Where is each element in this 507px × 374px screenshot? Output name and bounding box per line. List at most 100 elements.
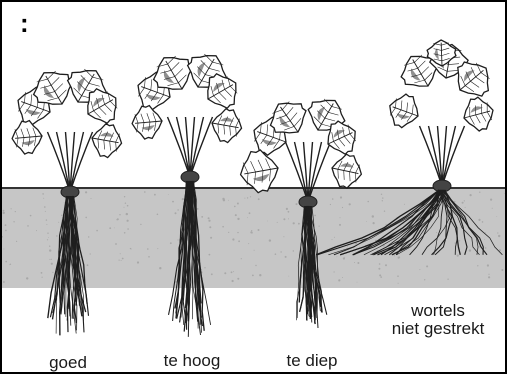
soil-grain <box>52 272 53 273</box>
soil-grain <box>109 227 111 229</box>
soil-grain <box>96 230 98 232</box>
soil-grain <box>124 232 126 234</box>
soil-grain <box>447 279 448 280</box>
soil-grain <box>457 255 459 257</box>
soil-grain <box>127 220 129 222</box>
soil-grain <box>338 279 340 281</box>
soil-grain <box>373 222 375 224</box>
soil-grain <box>504 193 505 194</box>
soil-grain <box>385 264 387 266</box>
soil-grain <box>131 249 132 250</box>
soil-grain <box>137 261 139 263</box>
soil-grain <box>465 207 466 208</box>
soil-grain <box>490 199 492 201</box>
soil-grain <box>250 196 251 197</box>
soil-grain <box>288 218 289 219</box>
soil-grain <box>334 237 335 238</box>
soil-grain <box>15 211 16 212</box>
soil-grain <box>378 268 380 270</box>
soil-grain <box>85 217 87 219</box>
soil-grain <box>234 206 236 208</box>
soil-grain <box>379 274 381 276</box>
soil-grain <box>339 224 341 226</box>
soil-grain <box>115 243 117 245</box>
soil-grain <box>237 232 238 233</box>
soil-grain <box>238 240 240 242</box>
soil-grain <box>42 277 43 278</box>
soil-grain <box>119 214 120 215</box>
soil-grain <box>397 275 399 277</box>
soil-grain <box>459 240 460 241</box>
soil-grain <box>251 232 253 234</box>
soil-grain <box>424 279 425 280</box>
soil-grain <box>27 225 29 227</box>
leaf <box>384 90 423 131</box>
soil-grain <box>148 256 150 258</box>
soil-grain <box>125 203 126 204</box>
soil-grain <box>464 200 465 201</box>
soil-grain <box>379 263 381 265</box>
soil-grain <box>122 258 124 260</box>
soil-grain <box>144 191 146 193</box>
soil-grain <box>426 265 428 267</box>
soil-grain <box>398 257 400 259</box>
soil-grain <box>255 265 256 266</box>
soil-grain <box>252 275 254 277</box>
soil-grain <box>296 203 298 205</box>
soil-grain <box>248 243 249 244</box>
soil-grain <box>154 194 156 196</box>
soil-grain <box>140 224 141 225</box>
soil-grain <box>209 254 211 256</box>
soil-grain <box>120 253 121 254</box>
soil-grain <box>56 235 57 236</box>
soil-grain <box>285 256 287 258</box>
soil-grain <box>233 271 234 272</box>
soil-grain <box>487 264 489 266</box>
soil-grain <box>197 208 199 210</box>
soil-grain <box>46 224 47 225</box>
soil-grain <box>177 209 178 210</box>
soil-grain <box>224 272 226 274</box>
leaf <box>329 152 365 191</box>
soil-grain <box>211 273 213 275</box>
soil-grain <box>49 249 51 251</box>
soil-grain <box>330 204 331 205</box>
soil-grain <box>332 198 334 200</box>
soil-grain <box>222 226 224 228</box>
soil-grain <box>288 211 290 213</box>
soil-grain <box>381 194 382 195</box>
soil-grain <box>237 203 239 205</box>
soil-grain <box>26 277 28 279</box>
soil-grain <box>334 271 335 272</box>
soil-grain <box>288 276 289 277</box>
soil-grain <box>88 236 89 237</box>
soil-grain <box>3 281 5 283</box>
soil-grain <box>237 278 239 280</box>
soil-grain <box>241 258 242 259</box>
soil-grain <box>127 205 129 207</box>
soil-grain <box>228 232 229 233</box>
soil-grain <box>5 261 7 263</box>
soil-grain <box>124 196 125 197</box>
soil-grain <box>45 211 46 212</box>
soil-grain <box>3 210 5 212</box>
label-good: goed <box>30 354 106 372</box>
soil-grain <box>3 212 5 214</box>
soil-grain <box>16 241 17 242</box>
soil-grain <box>470 194 472 196</box>
soil-grain <box>277 222 278 223</box>
soil-grain <box>121 260 122 261</box>
soil-grain <box>147 248 149 250</box>
soil-grain <box>275 253 277 255</box>
soil-grain <box>269 239 271 241</box>
soil-grain <box>419 269 420 270</box>
soil-grain <box>488 274 489 275</box>
soil-grain <box>119 260 120 261</box>
soil-grain <box>286 208 288 210</box>
leaf <box>460 94 498 134</box>
soil-grain <box>398 283 399 284</box>
soil-grain <box>485 247 486 248</box>
soil-grain <box>340 217 341 218</box>
soil-grain <box>175 212 177 214</box>
